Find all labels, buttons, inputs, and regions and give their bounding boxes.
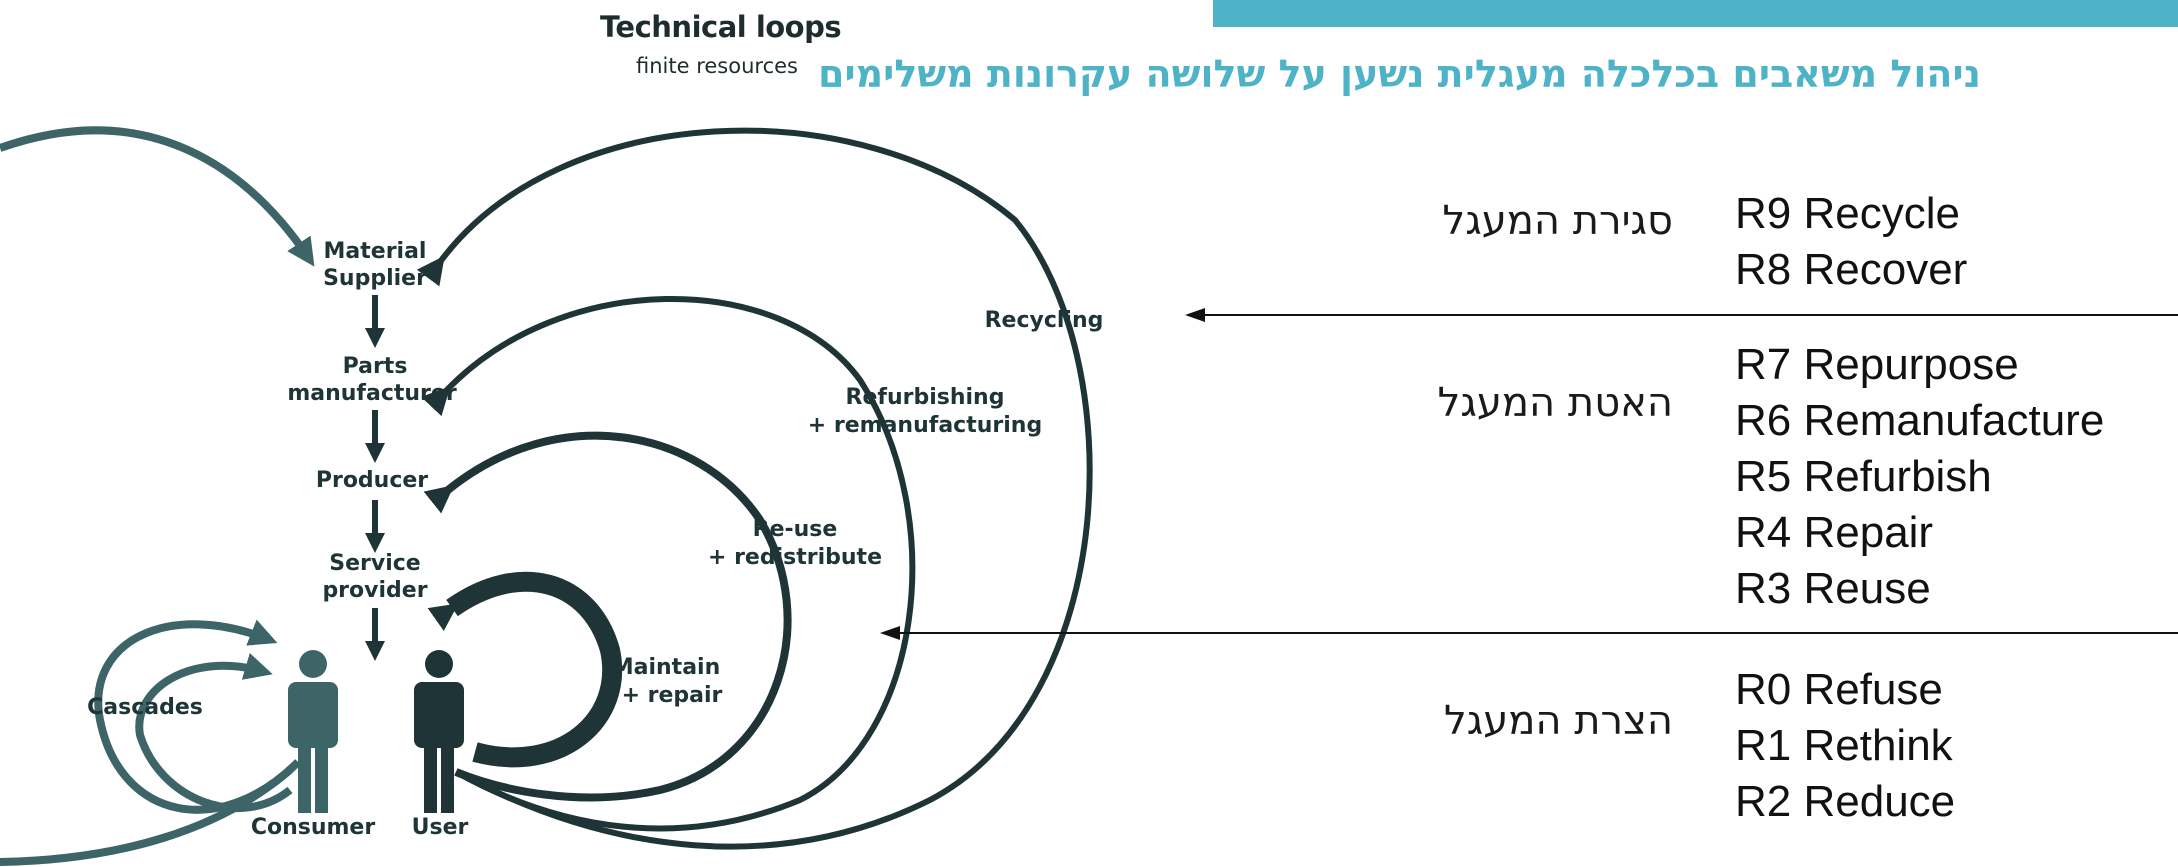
refurbishing-loop-arrow — [421, 295, 916, 832]
consumer-label: Consumer — [251, 815, 376, 840]
divider-line-bottom — [885, 632, 2178, 634]
strategy-item: R3 Reuse — [1735, 564, 1931, 613]
chain-label-parts: Parts — [343, 354, 408, 379]
strategy-list-narrowing: R0 Refuse R1 Rethink R2 Reduce — [1735, 662, 1955, 830]
chain-label-provider: provider — [322, 578, 427, 603]
reuse-loop-arrow — [423, 431, 792, 802]
divider-arrowhead-top — [1185, 308, 1205, 322]
technical-loops-title: Technical loops — [600, 10, 842, 44]
reuse-label-2: + redistribute — [708, 545, 882, 570]
strategy-item: R0 Refuse — [1735, 665, 1943, 714]
chain-label-material: Material — [324, 239, 427, 264]
recycling-loop-arrow — [416, 127, 1093, 850]
top-accent-bar — [1213, 0, 2178, 27]
consumer-figure — [288, 650, 338, 813]
maintain-label-2: + repair — [622, 683, 723, 708]
strategy-item: R5 Refurbish — [1735, 452, 1992, 501]
group-label-slowing: האטת המעגל — [1437, 380, 1673, 426]
input-arrow — [0, 126, 315, 267]
divider-arrowhead-bottom — [880, 626, 900, 640]
maintain-loop-arrow — [427, 571, 622, 768]
divider-line-top — [1190, 314, 2178, 316]
refurbishing-label-2: + remanufacturing — [808, 413, 1042, 438]
technical-loops-subtitle: finite resources — [636, 54, 798, 78]
page-title: ניהול משאבים בכלכלה מעגלית נשען על שלושה… — [818, 52, 2178, 102]
chain-label-producer: Producer — [316, 468, 428, 493]
chain-label-service: Service — [329, 551, 420, 576]
strategy-list-slowing: R7 Repurpose R6 Remanufacture R5 Refurbi… — [1735, 337, 2104, 617]
strategy-item: R8 Recover — [1735, 245, 1968, 294]
strategy-item: R6 Remanufacture — [1735, 396, 2105, 445]
page-title-text: ניהול משאבים בכלכלה מעגלית נשען על שלושה… — [818, 52, 1981, 96]
strategy-item: R4 Repair — [1735, 508, 1934, 557]
strategy-item: R1 Rethink — [1735, 721, 1953, 770]
cascades-label: Cascades — [87, 695, 203, 720]
strategy-item: R2 Reduce — [1735, 777, 1956, 826]
group-label-narrowing: הצרת המעגל — [1443, 698, 1673, 744]
group-label-closing: סגירת המעגל — [1442, 198, 1673, 244]
user-label: User — [412, 815, 469, 840]
refurbishing-label-1: Refurbishing — [846, 385, 1005, 410]
user-figure — [414, 650, 464, 813]
strategy-list-closing: R9 Recycle R8 Recover — [1735, 186, 1967, 298]
circular-economy-diagram: Material Supplier Parts manufacturer Pro… — [0, 126, 1104, 866]
maintain-label-1: Maintain — [612, 655, 721, 680]
chain-label-manufacturer: manufacturer — [287, 381, 457, 406]
strategy-item: R9 Recycle — [1735, 189, 1960, 238]
chain-label-supplier: Supplier — [323, 266, 427, 291]
recycling-label: Recycling — [985, 308, 1104, 333]
bottom-loop — [0, 766, 293, 866]
reuse-label-1: Re-use — [753, 517, 838, 542]
strategy-item: R7 Repurpose — [1735, 340, 2019, 389]
